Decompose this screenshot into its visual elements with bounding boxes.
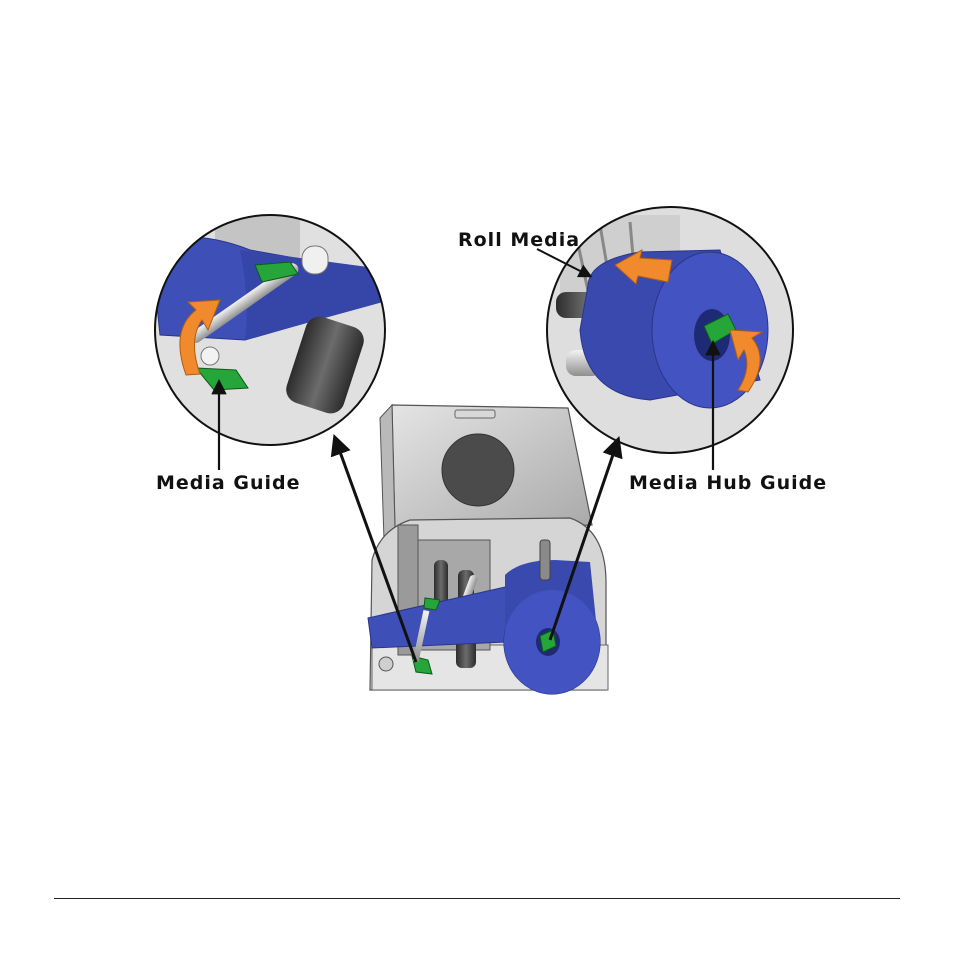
printer-body [368, 405, 608, 694]
cover-window [442, 434, 514, 506]
media-guide-detail-circle [150, 210, 390, 450]
roll-media-label: Roll Media [458, 229, 580, 251]
media-hub-guide-label: Media Hub Guide [629, 472, 827, 494]
footer-divider [54, 898, 900, 899]
media-guide-label: Media Guide [156, 472, 300, 494]
